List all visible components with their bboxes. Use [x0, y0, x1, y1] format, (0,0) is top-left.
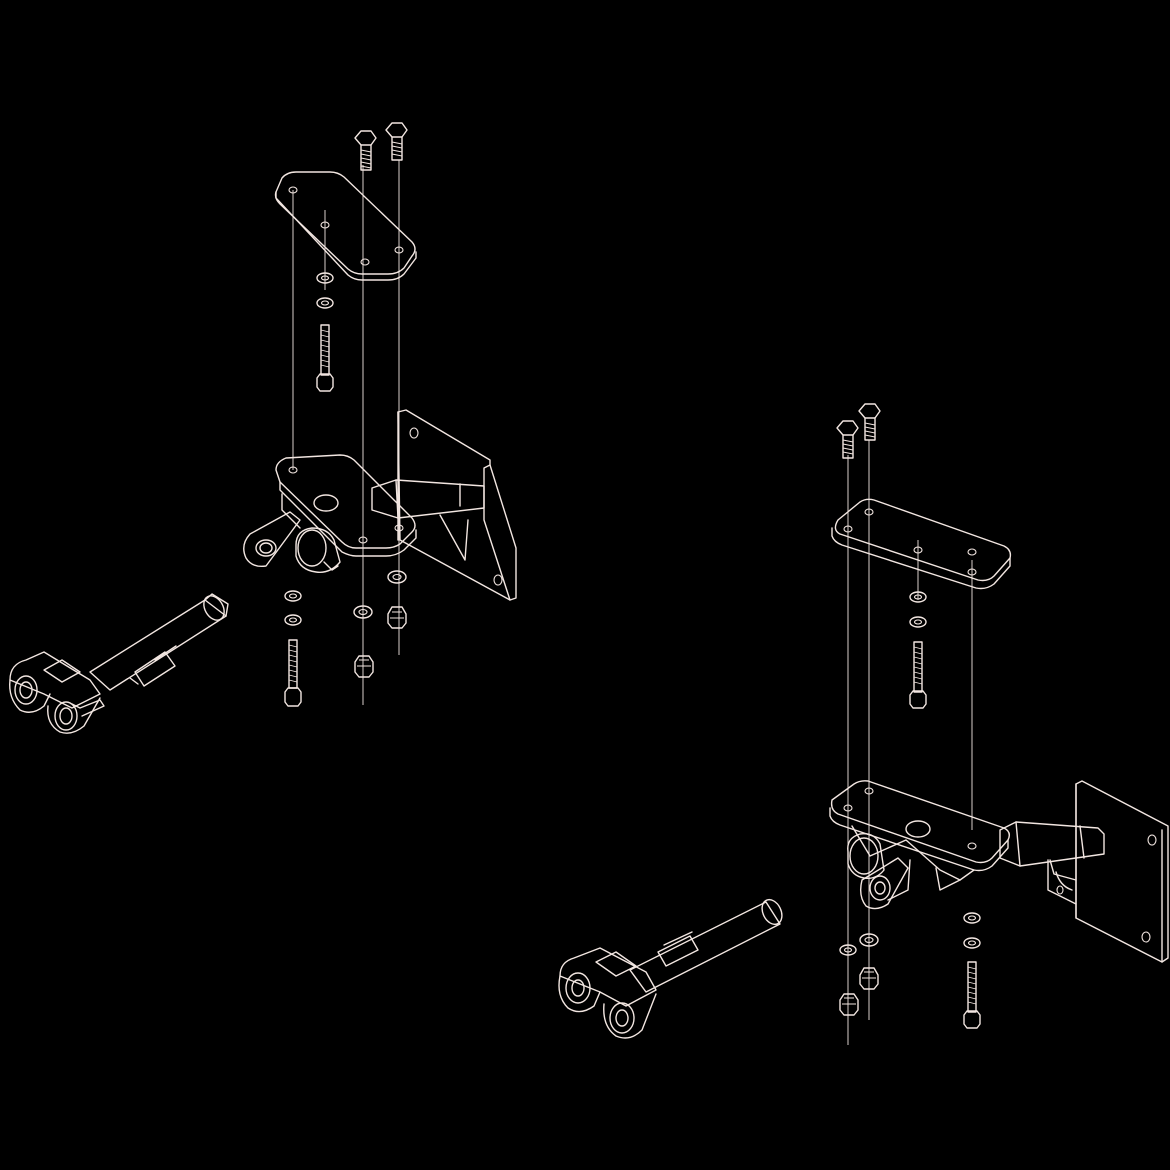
pivot-ear [243, 511, 341, 573]
hex-bolt [354, 130, 377, 171]
alignment-lines [847, 440, 973, 1045]
hardware-stack-1 [839, 944, 859, 1016]
washer-stack [316, 272, 334, 392]
assembly-right [558, 403, 1169, 1045]
hardware-stack-3 [963, 912, 981, 1029]
main-bracket [829, 780, 1011, 891]
top-plate [831, 498, 1012, 590]
pivot-ear [847, 833, 911, 910]
receiver-tube [371, 479, 485, 561]
hex-bolt [385, 122, 408, 161]
mounting-plate [1047, 780, 1169, 963]
hex-bolt [858, 403, 881, 441]
top-plate [274, 171, 417, 281]
hardware-stack-2 [353, 605, 374, 678]
hex-bolt [836, 420, 859, 459]
assembly-left [9, 122, 517, 734]
receiver-tube [999, 821, 1105, 881]
main-bracket [275, 454, 417, 557]
hardware-stack-2 [859, 933, 879, 990]
washer-stack [909, 591, 927, 709]
hardware-stack-3 [387, 570, 407, 629]
pivot-pin-clevis [9, 593, 229, 734]
hardware-stack-1 [284, 590, 302, 707]
pivot-pin-clevis [558, 898, 783, 1039]
